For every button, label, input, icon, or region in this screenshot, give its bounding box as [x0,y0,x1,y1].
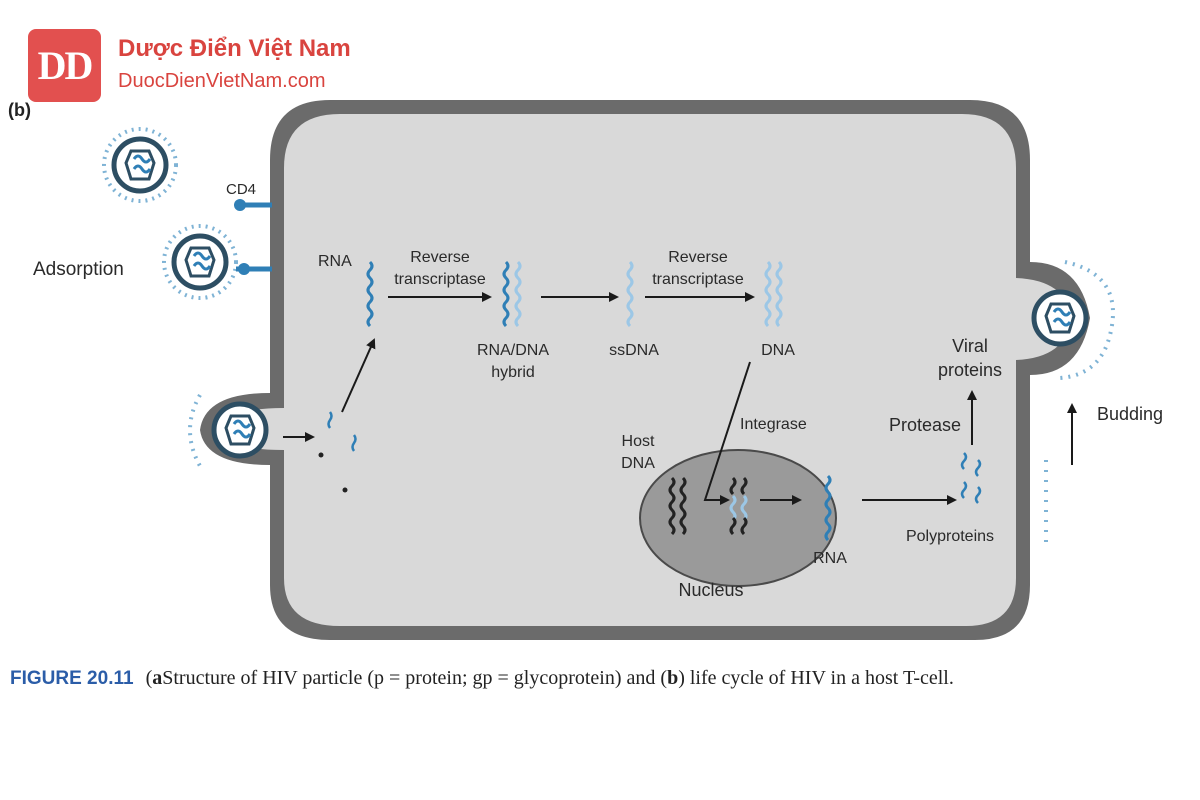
host-cell [200,100,1090,640]
host-dna-b [679,476,687,536]
dna-strand-b [775,260,783,328]
transcribed-rna-strand [824,474,832,542]
dna-strand-a [764,260,772,328]
viral-rna [366,260,374,328]
label-polyproteins: Polyproteins [906,528,994,545]
label-integrase: Integrase [740,416,807,433]
label-nucleus: Nucleus [678,580,743,600]
label-hybrid-line2: hybrid [491,364,535,381]
brand-logo-text: DD [37,43,94,88]
transcribed-rna [824,474,832,542]
polyprotein-a [960,452,968,470]
integrated-host-bottom-b [740,516,748,536]
hybrid-dna [514,260,522,328]
rna-dna-hybrid-strand [502,260,522,328]
label-host-dna-line2: DNA [621,455,655,472]
brand-name: Dược Điển Việt Nam [118,35,351,62]
label-viral-line1: Viral [952,336,988,356]
nucleus [639,449,837,587]
label-viral-line2: proteins [938,360,1002,380]
hybrid-rna [502,260,510,328]
cd4-receptor-bound [236,263,272,275]
ssdna-strand [626,260,634,328]
label-protease: Protease [889,415,961,435]
budding-spikes [1044,260,1115,545]
virion-adsorbed [162,224,238,300]
caption-text-a: Structure of HIV particle (p = protein; … [162,667,668,689]
caption-figure-number: FIGURE 20.11 [10,668,134,689]
label-hybrid-line1: RNA/DNA [477,342,549,359]
host-dna-strands [668,476,687,536]
virion-free [102,127,178,203]
label-adsorption: Adsorption [33,259,124,280]
dsdna-strand [764,260,783,328]
label-rna-nucleus: RNA [813,550,847,567]
integrated-dna-strands [729,476,748,536]
integrated-host-bottom-a [729,516,737,536]
label-budding: Budding [1097,404,1163,424]
label-host-dna-line1: Host [622,433,655,450]
panel-label: (b) [8,100,31,120]
label-dna: DNA [761,342,795,359]
brand-logo: DD [28,29,101,102]
uncoating-arrow [341,338,376,413]
virion-entering [214,404,266,456]
ssdna [626,260,634,328]
integrated-host-top-a [729,476,737,496]
label-rt2-line2: transcriptase [652,271,744,288]
integrated-viral-b [740,494,748,522]
uncoated-fragments [318,411,357,493]
polyprotein-c [960,481,968,499]
caption-text-b: ) life cycle of HIV in a host T-cell. [678,667,954,689]
entry-spikes [188,394,202,467]
brand-url: DuocDienVietNam.com [118,70,326,92]
integrated-viral-a [729,494,737,522]
label-rt1-line2: transcriptase [394,271,486,288]
label-rna-top: RNA [318,253,352,270]
polyprotein-strands [960,452,982,504]
polyprotein-d [974,486,982,504]
viral-rna-strand [366,260,374,328]
label-rt1-line1: Reverse [410,249,470,266]
host-dna-a [668,476,676,536]
label-rt2-line1: Reverse [668,249,728,266]
integrated-host-top-b [740,476,748,496]
cd4-receptor-top [234,199,272,211]
caption-part-a: a [152,667,163,689]
label-ssdna: ssDNA [609,342,659,359]
label-cd4: CD4 [226,181,256,198]
caption-part-b: b [667,667,679,689]
virion-budding [1034,292,1086,344]
polyprotein-b [974,459,982,477]
arrow-integration [703,361,751,505]
figure-caption: FIGURE 20.11(aStructure of HIV particle … [10,667,954,689]
